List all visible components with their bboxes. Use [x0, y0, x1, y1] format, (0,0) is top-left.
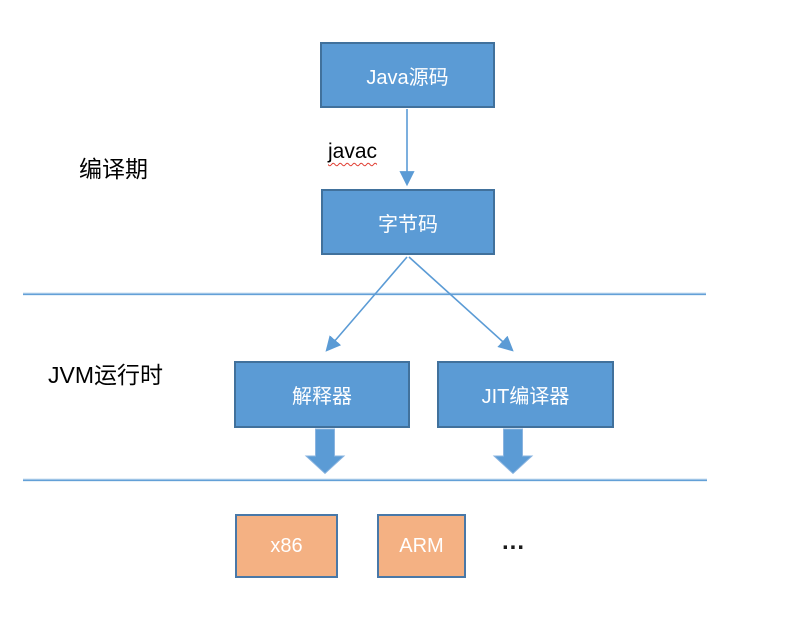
javac-edge-label: javac	[328, 140, 378, 163]
jit-down-block-arrow	[492, 428, 534, 475]
arm-node: ARM	[377, 514, 466, 578]
compile-stage-label: 编译期	[79, 156, 148, 182]
bytecode-to-jit-arrow	[408, 256, 514, 352]
interpreter-node: 解释器	[234, 361, 410, 428]
bytecode-to-interpreter-arrow	[325, 256, 408, 352]
more-architectures-ellipsis: ...	[502, 528, 526, 555]
interpreter-down-block-arrow	[304, 428, 346, 475]
jit-compiler-node: JIT编译器	[437, 361, 614, 428]
bytecode-node: 字节码	[321, 189, 495, 255]
jvm-runtime-stage-label: JVM运行时	[48, 362, 163, 388]
java-source-node: Java源码	[320, 42, 495, 108]
x86-node: x86	[235, 514, 338, 578]
